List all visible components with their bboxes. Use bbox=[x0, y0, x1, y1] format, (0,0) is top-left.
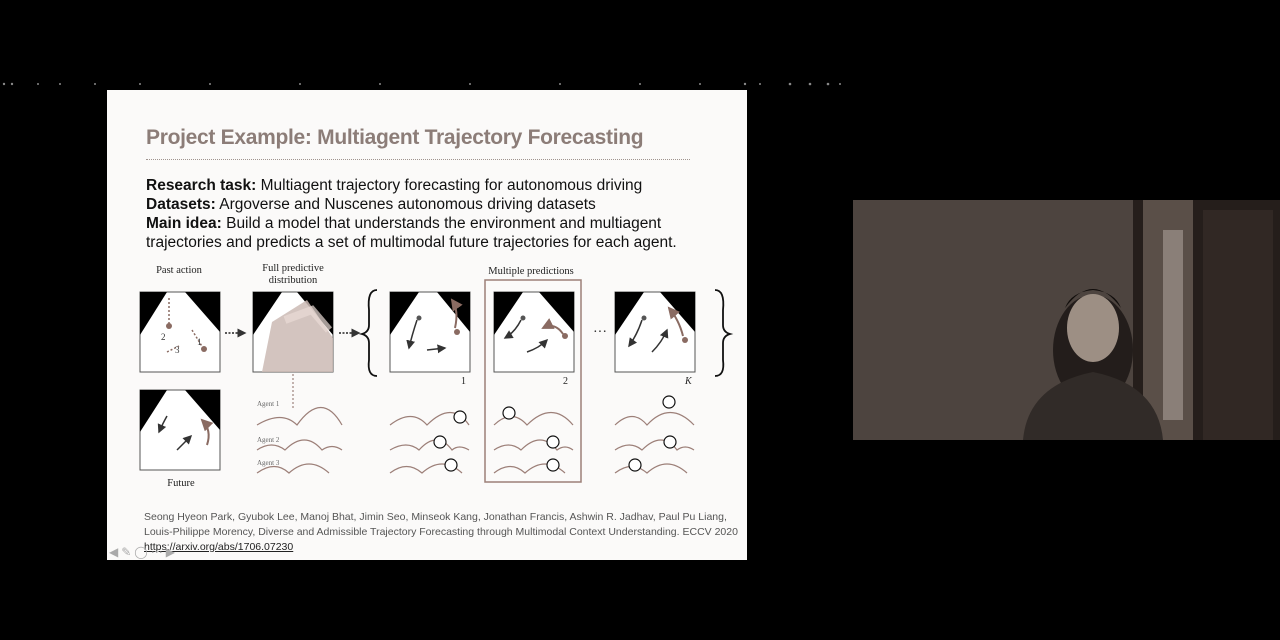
arrow-right-icon[interactable]: ▶ bbox=[165, 545, 175, 559]
prediction-curves-2 bbox=[493, 406, 574, 474]
title-divider bbox=[146, 159, 690, 160]
zoom-icon[interactable]: ◯ bbox=[134, 545, 148, 559]
prediction-map-1 bbox=[389, 291, 471, 373]
research-task-text: Multiagent trajectory forecasting for au… bbox=[256, 177, 643, 194]
datasets-line: Datasets: Argoverse and Nuscenes autonom… bbox=[146, 195, 677, 214]
future-label: Future bbox=[167, 478, 195, 489]
arrow-left-icon[interactable]: ◀ bbox=[109, 545, 119, 559]
agent-num-3: 3 bbox=[175, 345, 180, 355]
ellipsis: ··· bbox=[593, 325, 607, 340]
prediction-curves-k bbox=[614, 395, 695, 474]
research-task-line: Research task: Multiagent trajectory for… bbox=[146, 176, 677, 195]
pen-icon[interactable]: ✎ bbox=[121, 545, 132, 559]
full-pred-label-2: distribution bbox=[269, 275, 318, 286]
main-idea-label: Main idea: bbox=[146, 215, 222, 232]
main-idea-line: Main idea: Build a model that understand… bbox=[146, 214, 677, 233]
multiple-predictions-label: Multiple predictions bbox=[488, 266, 573, 277]
citation-authors-2: Louis-Philippe Morency, Diverse and Admi… bbox=[144, 526, 738, 538]
trajectory-figure: Past action Full predictive distribution… bbox=[139, 263, 734, 489]
agent-1-label: Agent 1 bbox=[257, 400, 280, 408]
agent-num-2: 2 bbox=[161, 332, 166, 342]
future-map bbox=[139, 389, 221, 471]
citation: Seong Hyeon Park, Gyubok Lee, Manoj Bhat… bbox=[144, 510, 739, 555]
datasets-text: Argoverse and Nuscenes autonomous drivin… bbox=[215, 196, 596, 213]
menu-icon[interactable]: ⋯ bbox=[150, 545, 163, 559]
pred-index-1: 1 bbox=[461, 376, 466, 387]
agent-num-1: 1 bbox=[197, 337, 202, 347]
agent-3-label: Agent 3 bbox=[257, 459, 280, 467]
prediction-map-k bbox=[614, 291, 696, 373]
agent-2-label: Agent 2 bbox=[257, 436, 280, 444]
right-brace bbox=[714, 289, 734, 377]
left-brace bbox=[358, 289, 378, 377]
past-action-map: 2 3 1 bbox=[139, 291, 221, 373]
prediction-curves-1 bbox=[389, 410, 470, 474]
citation-authors-1: Seong Hyeon Park, Gyubok Lee, Manoj Bhat… bbox=[144, 511, 727, 523]
full-pred-map bbox=[252, 291, 334, 373]
person bbox=[1023, 289, 1163, 440]
slide-title: Project Example: Multiagent Trajectory F… bbox=[146, 126, 644, 149]
webcam-feed bbox=[853, 200, 1280, 440]
slide: Project Example: Multiagent Trajectory F… bbox=[107, 90, 747, 560]
slide-bullets: Research task: Multiagent trajectory for… bbox=[146, 176, 677, 252]
citation-link[interactable]: https://arxiv.org/abs/1706.07230 bbox=[144, 541, 294, 553]
past-action-label: Past action bbox=[156, 265, 203, 276]
toolbar-dots bbox=[2, 82, 841, 86]
highlight-box bbox=[484, 279, 582, 483]
main-idea-line-2: trajectories and predicts a set of multi… bbox=[146, 234, 677, 251]
main-idea-text: Build a model that understands the envir… bbox=[221, 215, 662, 232]
full-pred-label-1: Full predictive bbox=[262, 263, 324, 274]
research-task-label: Research task: bbox=[146, 177, 257, 194]
datasets-label: Datasets: bbox=[146, 196, 216, 213]
pred-index-2: 2 bbox=[563, 376, 568, 387]
pred-index-k: K bbox=[684, 376, 693, 387]
prediction-map-2 bbox=[493, 291, 575, 373]
slide-nav-controls: ◀ ✎ ◯ ⋯ ▶ bbox=[109, 545, 175, 559]
agent-distributions bbox=[256, 407, 343, 474]
